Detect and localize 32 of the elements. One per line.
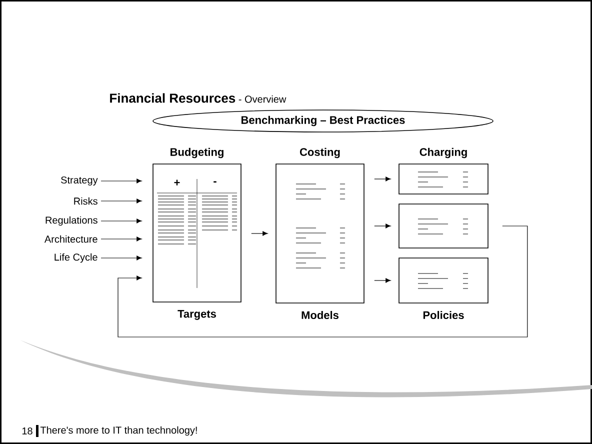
column-footer: Targets: [178, 310, 216, 320]
document-box: [152, 148, 242, 320]
ellipse-banner: Benchmarking – Best Practices: [152, 110, 494, 132]
document-box: [398, 204, 488, 248]
input-label: Regulations: [46, 216, 98, 226]
arrow: [100, 178, 142, 184]
slide-title: Financial Resources - Overview: [110, 93, 286, 103]
column-footer: Models: [302, 310, 338, 320]
column-heading: Charging: [420, 148, 467, 158]
input-label: Life Cycle: [54, 253, 98, 263]
arrow: [100, 256, 142, 260]
input-label: Strategy: [61, 176, 98, 186]
arrow: [374, 224, 391, 228]
arrow: [100, 218, 142, 224]
arrow: [374, 278, 391, 283]
footer-text: There's more to IT than technology!: [40, 426, 197, 436]
column-heading: Costing: [300, 148, 340, 158]
document-box: [398, 148, 488, 194]
document-box: [398, 258, 488, 320]
arrow: [100, 198, 142, 204]
column-footer: Policies: [423, 310, 464, 320]
minus-sign: -: [214, 181, 216, 183]
input-label: Risks: [74, 197, 98, 205]
page-number: 18: [22, 427, 32, 435]
arrow: [100, 236, 142, 242]
column-heading: Budgeting: [170, 148, 224, 158]
arrow: [118, 226, 528, 338]
input-label: Architecture: [44, 235, 98, 243]
arrow: [374, 176, 391, 182]
plus-sign: +: [174, 180, 180, 186]
document-box: [276, 148, 364, 320]
arrow: [251, 231, 268, 236]
